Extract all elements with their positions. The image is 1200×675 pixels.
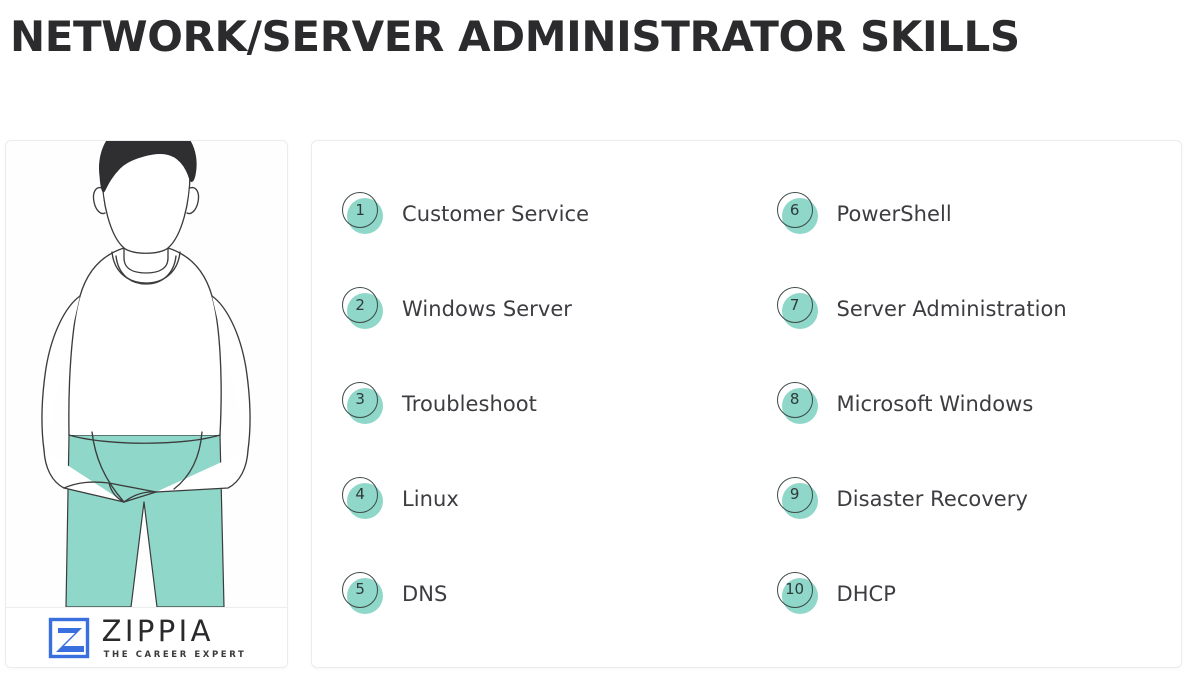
- rank-badge-10: 10: [775, 571, 821, 617]
- badge-ring-circle: 10: [776, 571, 813, 608]
- skill-label: DNS: [402, 581, 448, 606]
- rank-badge-2: 2: [340, 286, 386, 332]
- illustration-stage: [6, 141, 287, 607]
- rank-number: 4: [355, 485, 365, 504]
- rank-number: 10: [785, 580, 804, 599]
- skill-label: DHCP: [836, 581, 896, 606]
- person-illustration: [41, 141, 251, 607]
- zippia-tagline: THE CAREER EXPERT: [103, 649, 247, 660]
- skills-list: 1 Customer Service 2 Windows Server 3 Tr…: [312, 141, 1181, 667]
- skill-item-4: 4 Linux: [312, 451, 747, 546]
- rank-badge-6: 6: [775, 191, 821, 237]
- rank-number: 7: [789, 295, 800, 314]
- skill-item-2: 2 Windows Server: [312, 262, 747, 357]
- skill-item-5: 5 DNS: [312, 546, 747, 641]
- page-title: NETWORK/SERVER ADMINISTRATOR SKILLS: [10, 12, 1020, 61]
- rank-number: 1: [355, 200, 365, 219]
- badge-ring-circle: 5: [342, 571, 378, 608]
- badge-ring-circle: 9: [776, 476, 813, 513]
- zippia-z-mark-icon: [47, 616, 91, 660]
- skill-label: Troubleshoot: [402, 391, 537, 416]
- badge-ring-circle: 4: [342, 476, 378, 513]
- skill-item-10: 10 DHCP: [747, 546, 1182, 641]
- rank-badge-4: 4: [340, 476, 386, 522]
- rank-number: 8: [789, 390, 800, 409]
- skill-label: Disaster Recovery: [836, 486, 1028, 511]
- zippia-name: ZIPPIA: [101, 613, 214, 648]
- rank-number: 6: [789, 200, 800, 219]
- skill-item-8: 8 Microsoft Windows: [747, 357, 1182, 452]
- rank-number: 9: [789, 485, 800, 504]
- skill-label: Microsoft Windows: [836, 391, 1034, 416]
- badge-ring-circle: 8: [776, 381, 813, 418]
- badge-ring-circle: 6: [776, 192, 813, 229]
- rank-number: 3: [355, 390, 365, 409]
- badge-ring-circle: 3: [342, 381, 378, 418]
- illustration-card: ZIPPIA THE CAREER EXPERT: [5, 140, 288, 668]
- skill-item-6: 6 PowerShell: [747, 167, 1182, 262]
- badge-ring-circle: 7: [776, 287, 813, 324]
- skill-label: PowerShell: [836, 202, 952, 227]
- skill-item-9: 9 Disaster Recovery: [747, 451, 1182, 546]
- rank-badge-5: 5: [340, 571, 386, 617]
- skill-item-1: 1 Customer Service: [312, 167, 747, 262]
- zippia-logo: ZIPPIA THE CAREER EXPERT: [6, 608, 287, 667]
- skill-label: Linux: [402, 486, 459, 511]
- rank-number: 5: [355, 580, 365, 599]
- rank-badge-3: 3: [340, 381, 386, 427]
- rank-badge-7: 7: [775, 286, 821, 332]
- rank-badge-9: 9: [775, 476, 821, 522]
- skills-card: 1 Customer Service 2 Windows Server 3 Tr…: [311, 140, 1182, 668]
- skill-item-7: 7 Server Administration: [747, 262, 1182, 357]
- skill-item-3: 3 Troubleshoot: [312, 357, 747, 452]
- badge-ring-circle: 1: [342, 192, 378, 229]
- zippia-wordmark: ZIPPIA THE CAREER EXPERT: [101, 613, 247, 660]
- badge-ring-circle: 2: [342, 287, 378, 324]
- rank-number: 2: [355, 295, 365, 314]
- skill-label: Windows Server: [402, 297, 572, 322]
- rank-badge-8: 8: [775, 381, 821, 427]
- skill-label: Server Administration: [836, 297, 1067, 322]
- illustration-divider: [6, 607, 287, 608]
- rank-badge-1: 1: [340, 191, 386, 237]
- skill-label: Customer Service: [402, 202, 590, 227]
